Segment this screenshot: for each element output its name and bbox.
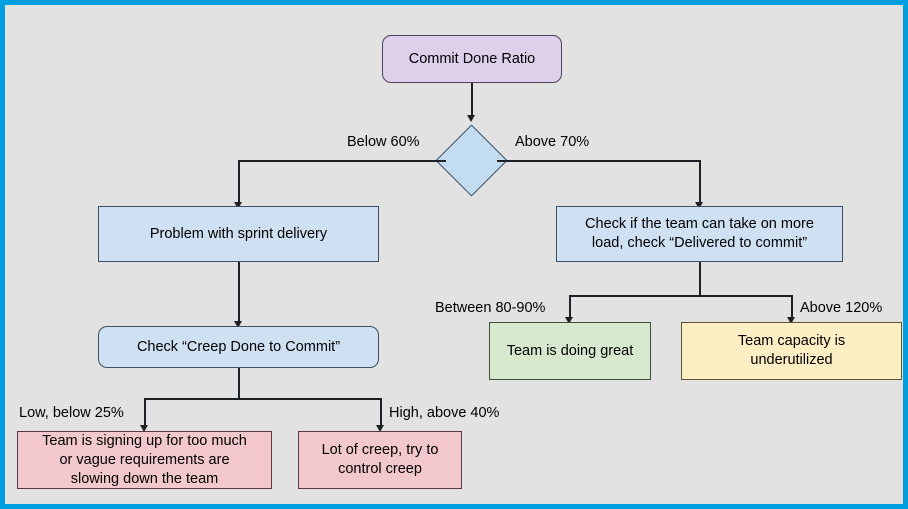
edge-label-above-120: Above 120% bbox=[800, 300, 883, 316]
node-check-creep-done-to-commit[interactable]: Check “Creep Done to Commit” bbox=[98, 326, 379, 368]
arrowhead-to-problem-sprint bbox=[234, 202, 242, 209]
arrowhead-to-doing-great bbox=[565, 317, 573, 324]
connector-more-load-left-drop bbox=[569, 295, 571, 320]
connector-problem-to-check-creep bbox=[238, 262, 240, 324]
edge-label-between-80-90: Between 80-90% bbox=[435, 300, 546, 316]
arrowhead-to-underutilized bbox=[787, 317, 795, 324]
arrowhead-to-lot-of-creep bbox=[376, 425, 384, 432]
connector-creep-right-drop bbox=[380, 398, 382, 428]
connector-creep-left-drop bbox=[144, 398, 146, 428]
connector-more-load-right-drop bbox=[791, 295, 793, 320]
node-team-is-doing-great[interactable]: Team is doing great bbox=[489, 322, 651, 380]
arrowhead-to-signing-up-too-much bbox=[140, 425, 148, 432]
node-signing-up-too-much[interactable]: Team is signing up for too much or vague… bbox=[17, 431, 272, 489]
connector-decision-right bbox=[497, 160, 700, 162]
arrowhead-root-to-decision bbox=[467, 115, 475, 122]
node-team-capacity-underutilized[interactable]: Team capacity is underutilized bbox=[681, 322, 902, 380]
connector-root-to-decision bbox=[471, 83, 473, 116]
connector-more-load-stem bbox=[699, 262, 701, 296]
node-lot-of-creep[interactable]: Lot of creep, try to control creep bbox=[298, 431, 462, 489]
connector-decision-left-drop bbox=[238, 160, 240, 205]
edge-label-low-below-25: Low, below 25% bbox=[19, 405, 124, 421]
node-problem-with-sprint-delivery[interactable]: Problem with sprint delivery bbox=[98, 206, 379, 262]
edge-label-above-70: Above 70% bbox=[515, 134, 590, 150]
connector-decision-right-drop bbox=[699, 160, 701, 205]
connector-creep-stem bbox=[238, 368, 240, 399]
node-commit-done-ratio[interactable]: Commit Done Ratio bbox=[382, 35, 562, 83]
arrowhead-to-check-more-load bbox=[695, 202, 703, 209]
edge-label-high-above-40: High, above 40% bbox=[389, 405, 500, 421]
arrowhead-to-check-creep bbox=[234, 321, 242, 328]
connector-creep-split bbox=[144, 398, 380, 400]
edge-label-below-60: Below 60% bbox=[347, 134, 420, 150]
connector-more-load-split bbox=[569, 295, 791, 297]
node-check-if-team-can-take-more-load[interactable]: Check if the team can take on more load,… bbox=[556, 206, 843, 262]
connector-decision-left bbox=[238, 160, 446, 162]
